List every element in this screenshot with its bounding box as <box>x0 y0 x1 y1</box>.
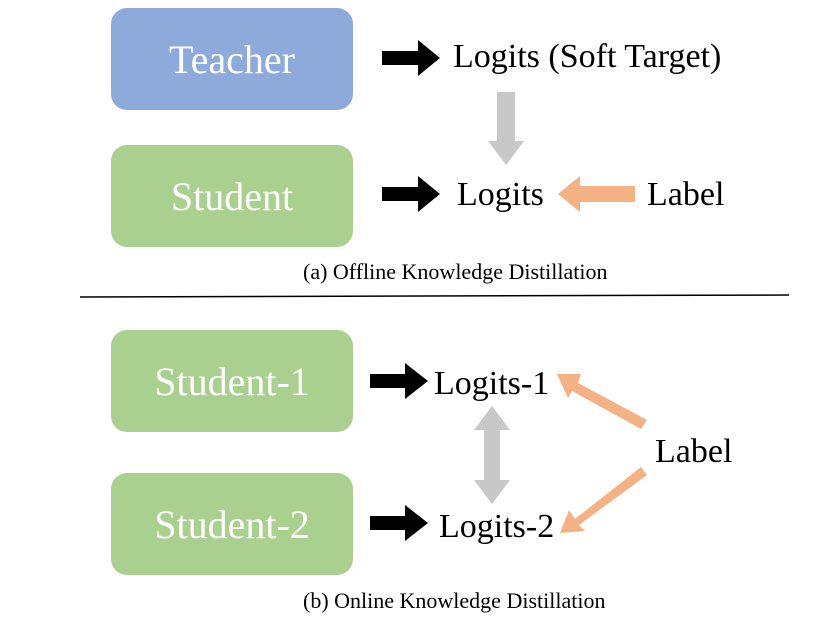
student-to-logits-arrow <box>382 176 440 212</box>
student-2-label: Student-2 <box>154 501 310 547</box>
label-to-logits-2-arrow <box>560 467 647 533</box>
student-box: Student <box>111 145 353 247</box>
logits-1-text: Logits-1 <box>434 365 550 402</box>
student-1-label: Student-1 <box>154 358 310 404</box>
student-2-to-logits-2-arrow <box>370 505 428 541</box>
student-1-box: Student-1 <box>111 330 353 432</box>
student-logits-text: Logits <box>457 176 544 213</box>
student-label: Student <box>170 173 294 219</box>
offline-label-text: Label <box>647 176 725 213</box>
soft-target-logits-text: Logits (Soft Target) <box>453 38 722 75</box>
distillation-down-arrow <box>488 92 524 165</box>
section-divider <box>79 294 790 298</box>
label-to-logits-arrow <box>558 176 635 212</box>
student-2-box: Student-2 <box>111 473 353 575</box>
student-1-to-logits-1-arrow <box>370 363 428 399</box>
logits-2-text: Logits-2 <box>439 508 555 545</box>
teacher-label: Teacher <box>169 36 295 82</box>
offline-caption: (a) Offline Knowledge Distillation <box>303 259 608 284</box>
teacher-box: Teacher <box>111 8 353 110</box>
online-label-text: Label <box>655 433 733 470</box>
teacher-to-logits-arrow <box>382 40 440 76</box>
mutual-learning-arrow <box>474 406 510 504</box>
online-caption: (b) Online Knowledge Distillation <box>303 588 606 613</box>
label-to-logits-1-arrow <box>557 374 647 429</box>
